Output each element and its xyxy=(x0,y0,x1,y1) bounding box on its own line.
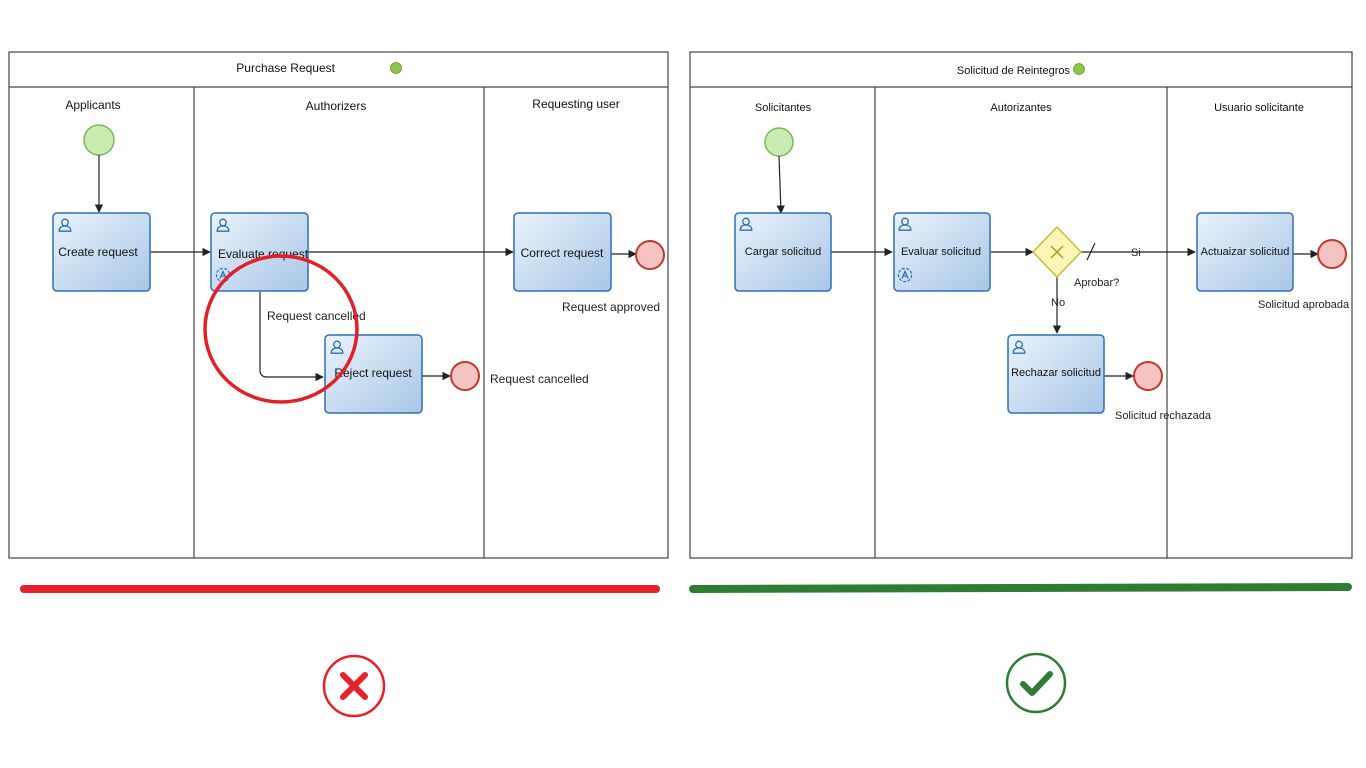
lane-title-usuario-solicitante: Usuario solicitante xyxy=(1214,102,1304,114)
sequence-flow-cancel xyxy=(259,292,324,382)
task-label: Actuaizar solicitud xyxy=(1201,246,1290,258)
task-label: Reject request xyxy=(334,366,412,380)
sequence-flow xyxy=(776,155,785,214)
end-event-cancelled xyxy=(450,361,480,391)
end-event-approved xyxy=(635,240,665,270)
task-label: Rechazar solicitud xyxy=(1011,367,1101,379)
exclusive-gateway xyxy=(1031,225,1083,279)
end-event-aprobada xyxy=(1317,239,1347,269)
flow-label-no: No xyxy=(1051,297,1065,309)
lane-title-authorizers: Authorizers xyxy=(306,99,367,113)
correct-check-icon xyxy=(1005,652,1067,714)
status-dot-icon xyxy=(1073,63,1085,75)
lane-title-autorizantes: Autorizantes xyxy=(990,102,1052,114)
pool-title: Solicitud de Reintegros xyxy=(957,65,1071,77)
end-label-solicitud-rechazada: Solicitud rechazada xyxy=(1115,410,1212,422)
default-flow-slash xyxy=(1086,242,1096,261)
task-rechazar-solicitud[interactable]: Rechazar solicitud xyxy=(1007,334,1105,414)
flow-label-request-cancelled: Request cancelled xyxy=(267,309,366,323)
start-event xyxy=(83,124,115,156)
end-label-solicitud-aprobada: Solicitud aprobada xyxy=(1258,299,1350,311)
error-highlight-circle xyxy=(203,254,359,404)
correct-bar xyxy=(689,583,1352,593)
diagram-correct: Solicitud de Reintegros Solicitantes Aut… xyxy=(689,51,1353,559)
end-label-request-approved: Request approved xyxy=(562,300,660,314)
start-event xyxy=(764,127,794,157)
task-correct-request[interactable]: Correct request xyxy=(513,212,612,292)
task-label: Cargar solicitud xyxy=(745,246,821,258)
task-label: Evaluar solicitud xyxy=(901,246,981,258)
end-event-rechazada xyxy=(1133,361,1163,391)
exclusive-x-icon xyxy=(1050,245,1064,259)
flow-label-si: Si xyxy=(1131,247,1141,259)
gateway-label: Aprobar? xyxy=(1074,277,1119,289)
end-label-request-cancelled: Request cancelled xyxy=(490,372,589,386)
task-label: Create request xyxy=(58,245,138,259)
task-evaluar-solicitud[interactable]: Evaluar solicitud xyxy=(893,212,991,292)
task-create-request[interactable]: Create request xyxy=(52,212,151,292)
task-reject-request[interactable]: Reject request xyxy=(324,334,423,414)
incorrect-x-icon xyxy=(322,654,386,718)
task-cargar-solicitud[interactable]: Cargar solicitud xyxy=(734,212,832,292)
lane-title-requesting-user: Requesting user xyxy=(532,97,619,111)
task-label: Correct request xyxy=(521,246,604,260)
lane-title-applicants: Applicants xyxy=(65,98,120,112)
pool-title: Purchase Request xyxy=(236,61,335,75)
diagram-incorrect: Purchase Request Applicants Authorizers … xyxy=(8,51,669,559)
lane-title-solicitantes: Solicitantes xyxy=(755,102,812,114)
pool-frame xyxy=(689,51,1353,559)
task-actualizar-solicitud[interactable]: Actuaizar solicitud xyxy=(1196,212,1294,292)
pool-frame xyxy=(8,51,669,559)
status-dot-icon xyxy=(390,62,402,74)
